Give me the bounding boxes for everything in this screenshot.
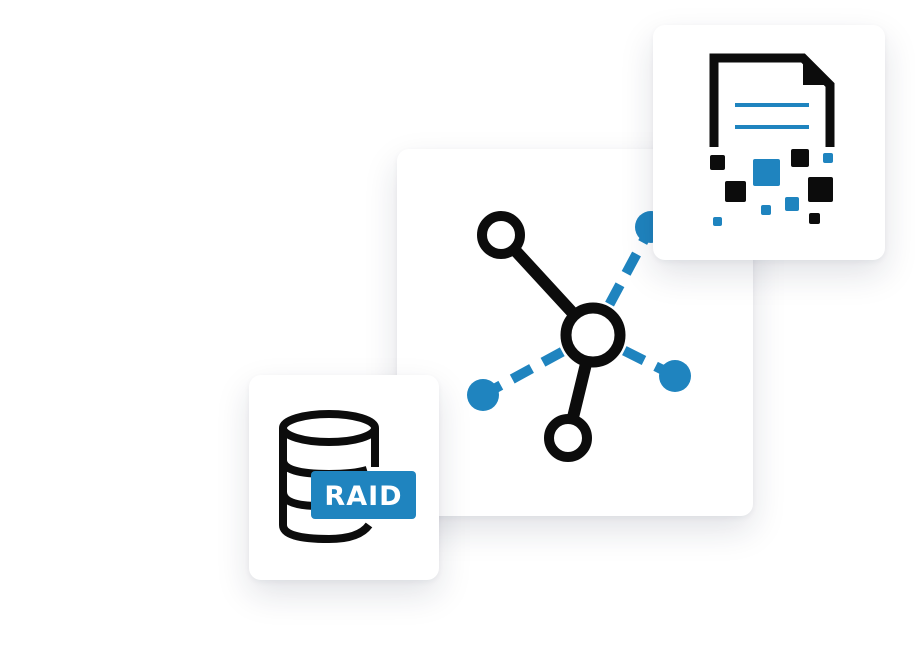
raid-database-icon: RAID [279, 410, 416, 544]
fragment-square [808, 177, 833, 202]
database-top-icon [279, 410, 379, 446]
hollow-node-top-left [477, 211, 525, 259]
fragment-square [823, 153, 833, 163]
accent-node-right [659, 360, 691, 392]
fragment-square [791, 149, 809, 167]
document-fragments-icon [709, 53, 835, 226]
fragment-square [753, 159, 780, 186]
fragment-square [725, 181, 746, 202]
fragment-square [761, 205, 771, 215]
fragment-square [809, 213, 820, 224]
fragment-square [785, 197, 799, 211]
document-line-1 [735, 103, 809, 107]
hub-node [560, 302, 626, 368]
network-graph-icon [467, 211, 691, 462]
raid-badge [311, 471, 416, 519]
hollow-node-bottom [544, 414, 592, 462]
raid-card: RAID [249, 375, 439, 580]
database-bottom [279, 522, 373, 544]
fragment-square [710, 155, 725, 170]
document-corner-fold [803, 58, 830, 85]
accent-node-left [467, 379, 499, 411]
document-line-2 [735, 125, 809, 129]
raid-badge-label: RAID [324, 481, 402, 512]
fragment-square [713, 217, 722, 226]
document-card [653, 25, 885, 260]
